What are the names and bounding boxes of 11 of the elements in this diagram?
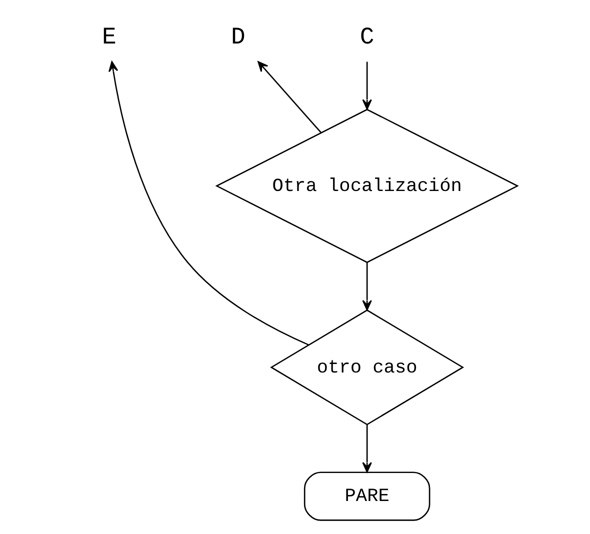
node-text: D [230,24,245,52]
node-box: PARE [303,472,430,521]
node-diamond: Otra localización [214,108,518,264]
arrow [362,424,372,473]
node-diamond: otro caso [270,309,464,426]
arrow [257,61,321,133]
node-text: C [359,24,374,52]
node-text: E [102,24,116,52]
arrow [362,262,372,310]
arrow [108,61,308,346]
arrow [362,62,372,110]
